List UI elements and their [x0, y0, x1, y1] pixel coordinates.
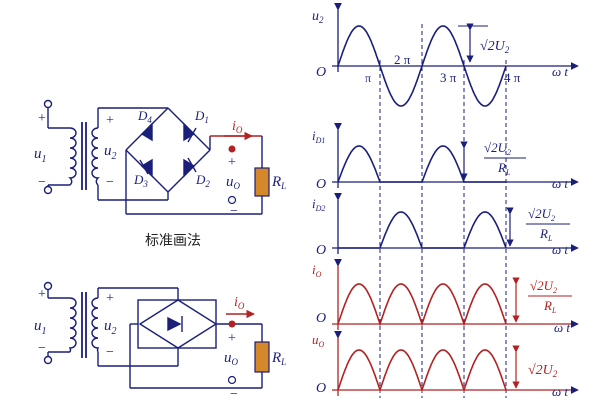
id2-plot-xlabel: ω t	[552, 242, 568, 257]
uo-plot-curve	[337, 349, 507, 393]
rl-label: RL	[271, 174, 286, 191]
secondary-minus-label-2: −	[106, 345, 114, 360]
io-plot-curve	[337, 283, 507, 327]
primary-plus-label: +	[38, 111, 46, 126]
tick-4pi: 4 π	[504, 70, 521, 85]
bridge-circuit-simplified	[43, 281, 263, 389]
u2-plot-xlabel: ω t	[552, 64, 568, 79]
u1-label: u1	[34, 146, 47, 165]
output-minus-label: −	[230, 204, 238, 219]
d2-label: D2	[195, 172, 210, 189]
output-minus-label-2: −	[230, 387, 238, 400]
u2-label-2: u2	[104, 318, 117, 337]
id2-amplitude-num: √2U2	[528, 206, 555, 223]
primary-minus-label: −	[38, 175, 46, 190]
diode-d3	[139, 158, 153, 178]
output-plus-label-2: +	[228, 331, 236, 346]
output-node-minus	[227, 195, 237, 205]
uo-plot-ylabel: uO	[312, 332, 325, 349]
secondary-plus-label: +	[106, 113, 114, 128]
io-label-2: iO	[234, 295, 245, 311]
id2-amplitude-den: RL	[539, 226, 553, 243]
transformer-primary-coil	[68, 127, 77, 186]
tick-2pi: 2 π	[394, 52, 411, 67]
bridge-diamond	[138, 299, 218, 349]
caption-standard-drawing: 标准画法	[145, 233, 201, 249]
u1-label-2: u1	[34, 318, 47, 337]
bridge-diode-symbol	[167, 316, 182, 332]
load-resistor-2	[254, 341, 270, 373]
u2-plot-curve	[337, 25, 507, 107]
uo-plot-xlabel: ω t	[552, 384, 568, 399]
secondary-plus-label-2: +	[106, 291, 114, 306]
rl-label-2: RL	[271, 350, 286, 367]
id2-plot-origin: O	[316, 243, 326, 258]
d4-label: D4	[137, 108, 152, 125]
tick-3pi: 3 π	[440, 70, 457, 85]
diode-d1	[183, 122, 197, 143]
output-node-minus-2	[227, 375, 237, 385]
uo-label-2: uO	[224, 350, 239, 367]
io-plot-origin: O	[316, 311, 326, 326]
transformer-secondary-coil	[91, 127, 100, 186]
id1-plot-curve	[337, 145, 506, 183]
diode-d2	[183, 157, 197, 178]
output-node-plus-2	[228, 320, 236, 328]
id1-plot-xlabel: ω t	[552, 176, 568, 191]
uo-amplitude-label: √2U2	[528, 363, 558, 379]
id1-plot-origin: O	[316, 177, 326, 192]
d1-label: D1	[194, 108, 209, 125]
io-amplitude-num: √2U2	[530, 278, 557, 295]
io-amplitude-den: RL	[543, 298, 557, 315]
u2-amplitude-label: √2U2	[480, 39, 510, 55]
output-node-plus	[228, 145, 236, 153]
io-label: iO	[232, 119, 243, 135]
id1-amplitude-num: √2U2	[484, 140, 511, 157]
load-resistor	[254, 167, 270, 197]
bridge-circuit-standard	[43, 99, 263, 215]
output-plus-label: +	[228, 155, 236, 170]
waveform-plots	[332, 2, 579, 398]
u2-plot-origin: O	[316, 65, 326, 80]
d3-label: D3	[133, 172, 148, 189]
uo-label: uO	[226, 174, 241, 191]
primary-minus-label-2: −	[38, 341, 46, 356]
secondary-minus-label: −	[106, 175, 114, 190]
diode-d4	[140, 122, 153, 142]
id1-amplitude-den: RL	[497, 160, 511, 177]
id1-plot-ylabel: iD1	[312, 128, 325, 145]
io-plot-xlabel: ω t	[554, 320, 570, 335]
id2-plot-curve	[338, 211, 507, 249]
io-plot-ylabel: iO	[312, 262, 322, 279]
uo-plot-origin: O	[316, 381, 326, 396]
primary-plus-label-2: +	[38, 287, 46, 302]
tick-pi: π	[365, 71, 371, 85]
u2-plot-ylabel: u2	[312, 9, 324, 25]
u2-label: u2	[104, 143, 117, 162]
id2-plot-ylabel: iD2	[312, 196, 325, 213]
